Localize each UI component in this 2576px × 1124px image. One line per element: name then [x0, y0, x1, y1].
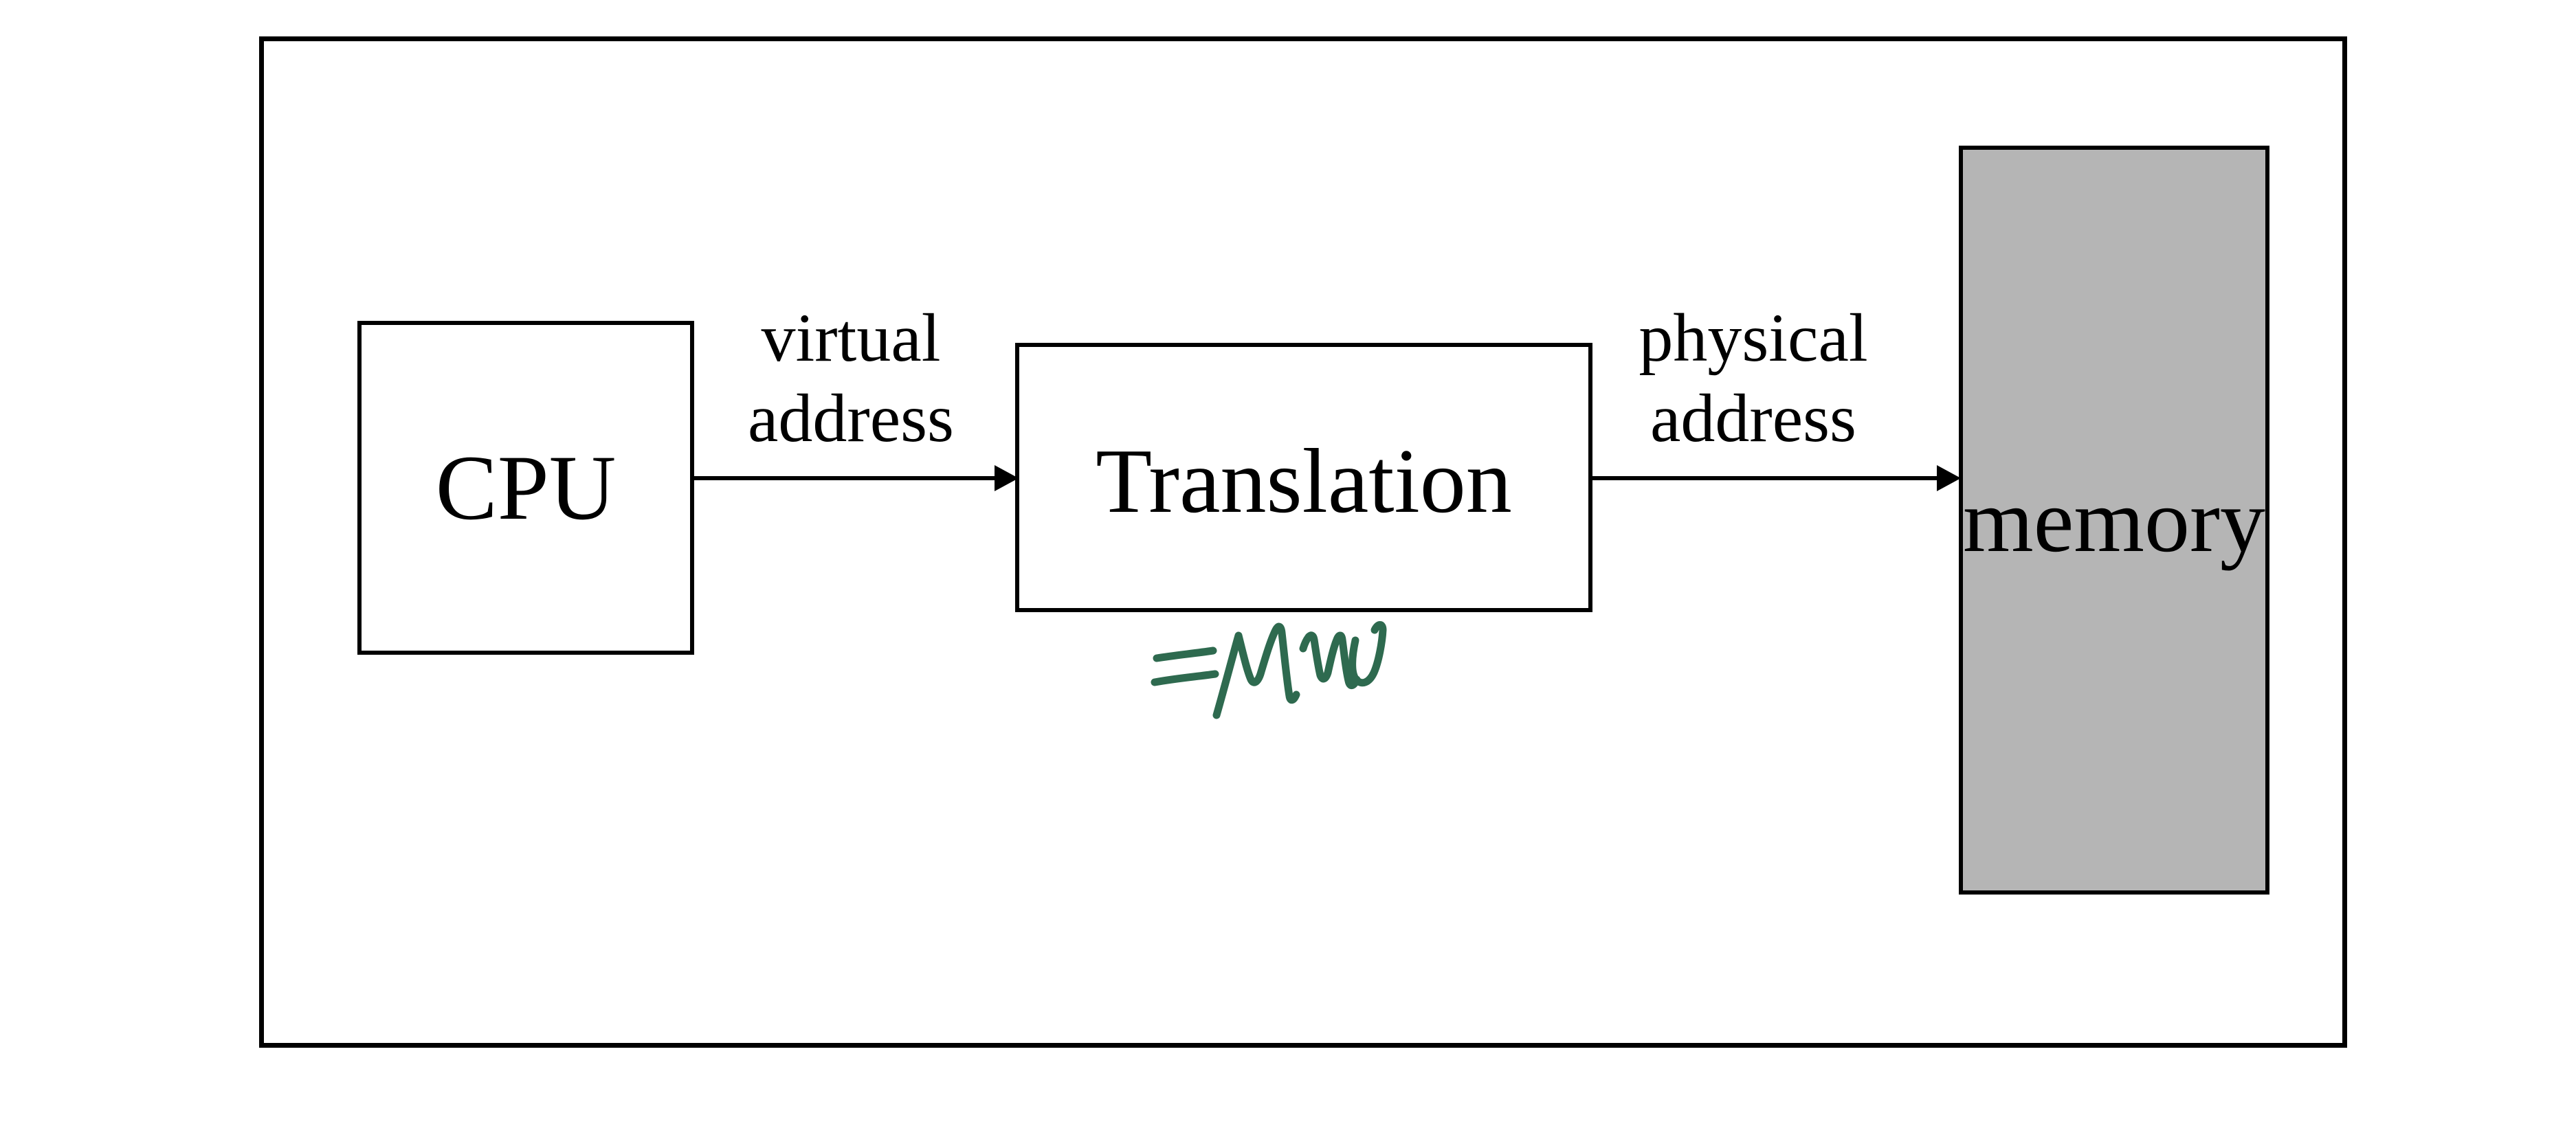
equals-sign-stroke-top: [1153, 647, 1217, 662]
virtual-address-label-line2: address: [748, 380, 954, 456]
physical-address-label-line1: physical: [1639, 300, 1868, 376]
arrowhead-right-icon: [995, 465, 1019, 491]
translation-box: Translation: [1015, 343, 1592, 612]
physical-address-arrow: [1592, 476, 1938, 480]
translation-label: Translation: [1096, 430, 1512, 532]
memory-label: memory: [1963, 470, 2265, 571]
virtual-address-label: virtual address: [679, 297, 1023, 458]
equals-sign-stroke-bottom: [1151, 670, 1219, 686]
mmu-handwritten-annotation: [1151, 621, 1387, 719]
letter-u-stroke: [1348, 621, 1387, 687]
letter-m1-stroke: [1212, 622, 1300, 719]
letter-m2-stroke: [1299, 631, 1361, 689]
virtual-address-arrow: [692, 476, 996, 480]
virtual-address-label-line1: virtual: [761, 300, 941, 376]
arrowhead-right-icon: [1937, 465, 1961, 491]
cpu-label: CPU: [435, 436, 617, 539]
physical-address-label-line2: address: [1650, 380, 1856, 456]
physical-address-label: physical address: [1581, 297, 1925, 458]
memory-box: [1959, 146, 2269, 895]
cpu-box: CPU: [357, 321, 694, 655]
